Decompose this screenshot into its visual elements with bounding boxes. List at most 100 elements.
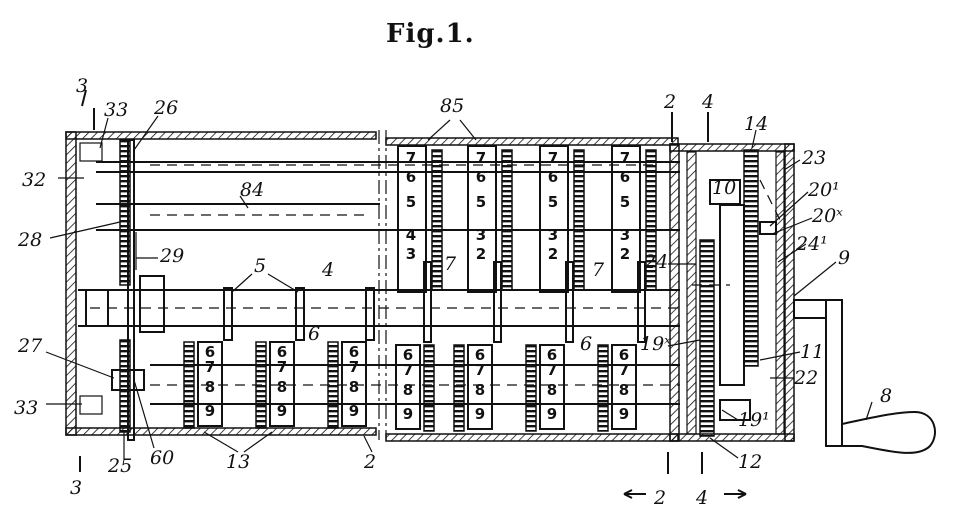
- label-24: 24: [643, 251, 668, 273]
- left-mechanism: [79, 139, 165, 441]
- lower-wheel-2: 6 7 8 9: [255, 341, 295, 429]
- lower-wheel-1: 6 7 8 9: [183, 341, 223, 429]
- svg-text:5: 5: [406, 193, 416, 211]
- label-85: 85: [440, 95, 464, 117]
- lower-shaft: [150, 364, 680, 405]
- lower-wheel-7: 6 7 8 9: [597, 344, 637, 432]
- label-10: 10: [712, 177, 736, 199]
- section-markers: [79, 89, 747, 499]
- svg-text:8: 8: [475, 381, 485, 399]
- lower-wheel-4: 6 7 8 9: [395, 344, 435, 432]
- svg-text:3: 3: [406, 245, 416, 263]
- label-26: 26: [153, 97, 178, 119]
- svg-text:3: 3: [548, 226, 558, 244]
- label-19-x: 19ˣ: [640, 333, 671, 355]
- svg-text:7: 7: [619, 361, 629, 379]
- label-14: 14: [744, 113, 768, 135]
- svg-text:9: 9: [277, 402, 287, 420]
- svg-text:6: 6: [205, 343, 215, 361]
- main-shaft-4: [78, 289, 680, 327]
- svg-text:2: 2: [620, 245, 630, 263]
- label-4: 4: [321, 259, 334, 281]
- label-32: 32: [22, 169, 46, 191]
- label-4-top: 4: [701, 91, 714, 113]
- label-13: 13: [226, 451, 250, 473]
- svg-text:5: 5: [548, 193, 558, 211]
- svg-text:4: 4: [406, 226, 416, 244]
- upper-wheel-4: 7 6 5 3 2: [611, 145, 657, 293]
- svg-text:6: 6: [548, 168, 558, 186]
- label-12: 12: [738, 451, 762, 473]
- label-84: 84: [240, 179, 264, 201]
- lower-wheel-6: 6 7 8 9: [525, 344, 565, 432]
- label-11: 11: [800, 341, 824, 363]
- svg-text:7: 7: [475, 361, 485, 379]
- upper-wheel-1: 7 6 5 4 3: [397, 145, 443, 293]
- svg-text:7: 7: [277, 358, 287, 376]
- label-5: 5: [254, 255, 266, 277]
- svg-text:7: 7: [548, 149, 558, 167]
- label-3-top: 3: [76, 75, 88, 97]
- label-27: 27: [17, 335, 43, 357]
- right-gearing: [692, 149, 781, 437]
- label-29: 29: [159, 245, 184, 267]
- label-20-1: 20¹: [807, 179, 840, 201]
- label-2-bottom: 2: [363, 451, 376, 473]
- svg-text:7: 7: [476, 149, 486, 167]
- label-2-arrow: 2: [653, 487, 666, 509]
- svg-text:9: 9: [205, 402, 215, 420]
- svg-text:8: 8: [205, 378, 215, 396]
- lower-wheel-3: 6 7 8 9: [327, 341, 367, 429]
- svg-text:5: 5: [620, 193, 630, 211]
- svg-text:2: 2: [476, 245, 486, 263]
- svg-text:7: 7: [406, 149, 416, 167]
- svg-text:6: 6: [406, 168, 416, 186]
- svg-text:7: 7: [547, 361, 557, 379]
- label-22: 22: [793, 367, 818, 389]
- lower-wheel-5: 6 7 8 9: [453, 344, 493, 432]
- svg-text:8: 8: [403, 381, 413, 399]
- svg-text:8: 8: [277, 378, 287, 396]
- label-19-1: 19¹: [738, 409, 770, 431]
- svg-text:7: 7: [349, 358, 359, 376]
- leader-lines: [45, 115, 873, 460]
- label-6-lower: 6: [308, 323, 320, 345]
- reference-labels: 3 33 26 32 84 28 29 5 4 6 27 33 25 60 13…: [14, 75, 892, 509]
- svg-text:8: 8: [547, 381, 557, 399]
- svg-text:8: 8: [619, 381, 629, 399]
- left-housing: [65, 131, 377, 436]
- upper-shaft-84: [96, 161, 680, 231]
- svg-text:6: 6: [475, 346, 485, 364]
- label-33-top: 33: [104, 99, 128, 121]
- label-7-left: 7: [444, 253, 457, 275]
- label-23: 23: [801, 147, 826, 169]
- svg-text:7: 7: [403, 361, 413, 379]
- svg-text:9: 9: [403, 405, 413, 423]
- svg-text:3: 3: [620, 226, 630, 244]
- label-9: 9: [838, 247, 850, 269]
- label-25: 25: [107, 455, 132, 477]
- svg-text:7: 7: [205, 358, 215, 376]
- svg-text:6: 6: [349, 343, 359, 361]
- svg-text:8: 8: [349, 378, 359, 396]
- label-7-right: 7: [592, 259, 605, 281]
- label-4-arrow: 4: [695, 487, 708, 509]
- figure-title: Fig.1.: [386, 19, 475, 49]
- svg-text:3: 3: [476, 226, 486, 244]
- svg-text:7: 7: [620, 149, 630, 167]
- crank-handle: [793, 299, 936, 454]
- upper-wheel-3: 7 6 5 3 2: [539, 145, 585, 293]
- upper-wheel-2: 7 6 5 3 2: [467, 145, 513, 293]
- svg-text:6: 6: [620, 168, 630, 186]
- svg-text:6: 6: [547, 346, 557, 364]
- svg-text:2: 2: [548, 245, 558, 263]
- label-33-bottom: 33: [14, 397, 38, 419]
- svg-text:9: 9: [475, 405, 485, 423]
- label-60: 60: [150, 447, 174, 469]
- label-6-right: 6: [580, 333, 592, 355]
- label-8: 8: [880, 385, 892, 407]
- svg-text:6: 6: [403, 346, 413, 364]
- svg-text:6: 6: [476, 168, 486, 186]
- label-3-bottom: 3: [70, 477, 82, 499]
